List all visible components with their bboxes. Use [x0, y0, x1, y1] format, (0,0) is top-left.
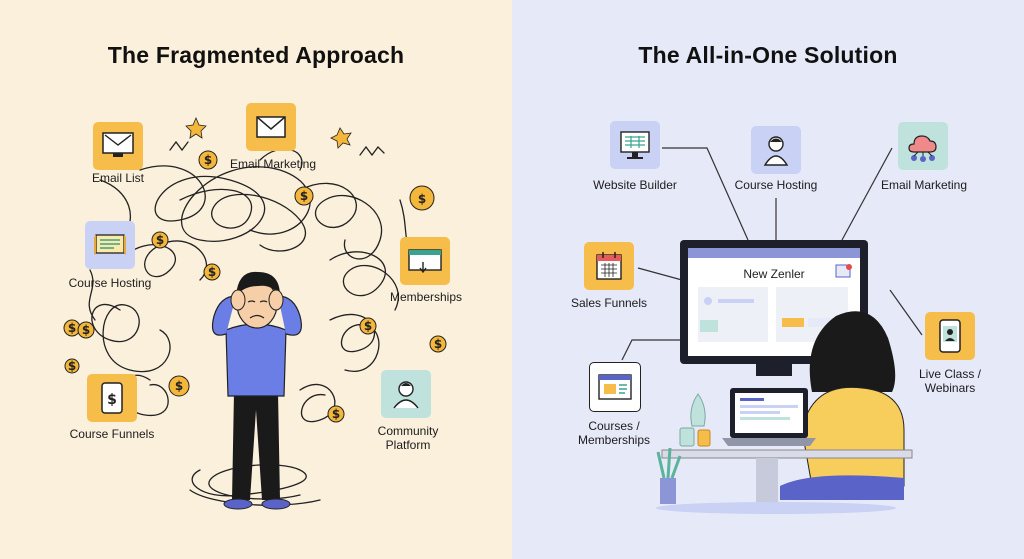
connector-courses-memberships — [621, 339, 682, 361]
svg-text:$: $ — [364, 319, 372, 333]
svg-text:$: $ — [175, 379, 183, 393]
svg-text:$: $ — [156, 233, 164, 247]
email-list-label: Email List — [91, 171, 144, 185]
svg-text:$: $ — [418, 192, 426, 206]
courses-memberships-tile — [589, 362, 641, 412]
tangled-lines-illustration: $ $ $ $ $ $ $ $ $ $ $ $ — [63, 116, 447, 510]
cloud-network-icon — [908, 135, 937, 162]
sales-funnels-tile — [584, 242, 634, 290]
course-hosting-feature-label: Course Hosting — [734, 178, 818, 192]
memberships-label: Memberships — [389, 290, 463, 304]
all-in-one-title: The All-in-One Solution — [638, 42, 898, 68]
svg-text:$: $ — [332, 407, 340, 421]
course-hosting-label: Course Hosting — [68, 276, 152, 290]
live-class-label: Live Class / Webinars — [918, 367, 982, 395]
community-platform-label: Community Platform — [377, 424, 439, 452]
email-marketing-feature-label: Email Marketing — [880, 178, 968, 192]
live-class-tile — [925, 312, 975, 360]
instructor-icon — [763, 136, 789, 166]
certificate-icon — [94, 234, 126, 255]
connector-live-class — [889, 289, 923, 336]
website-builder-tile — [610, 121, 660, 169]
envelope-icon — [256, 116, 286, 138]
fragmented-approach-title: The Fragmented Approach — [107, 42, 405, 68]
connector-email-marketing — [841, 147, 893, 241]
fragmented-approach-panel: The Fragmented Approach — [0, 0, 512, 559]
hub-label: New Zenler — [743, 267, 805, 281]
svg-text:$: $ — [208, 265, 216, 279]
browser-card-icon — [408, 249, 442, 274]
svg-text:$: $ — [107, 392, 117, 408]
monitor-email-icon — [102, 132, 134, 157]
phone-video-icon — [939, 319, 961, 353]
course-hosting-feature-tile — [751, 126, 801, 174]
connector-sales-funnels — [637, 267, 683, 281]
courses-memberships-label: Courses / Memberships — [577, 419, 651, 447]
svg-text:$: $ — [82, 323, 90, 337]
memberships-tile — [400, 237, 450, 285]
connector-website-builder — [662, 147, 749, 241]
sales-funnels-label: Sales Funnels — [570, 296, 648, 310]
calendar-icon — [596, 252, 622, 280]
svg-text:$: $ — [204, 153, 212, 167]
course-funnels-label: Course Funnels — [69, 427, 155, 441]
email-marketing-feature-tile — [898, 122, 948, 170]
svg-text:$: $ — [68, 359, 76, 373]
browser-video-icon — [598, 374, 632, 400]
all-in-one-panel: The All-in-One Solution — [512, 0, 1024, 559]
monitor-grid-icon — [620, 131, 650, 159]
email-marketing-tile — [246, 103, 296, 151]
course-funnels-tile: $ — [87, 374, 137, 422]
community-platform-tile — [381, 370, 431, 418]
person-icon — [393, 381, 419, 409]
connected-hub-illustration — [621, 147, 923, 514]
course-hosting-tile — [85, 221, 135, 269]
website-builder-label: Website Builder — [593, 178, 677, 192]
svg-text:$: $ — [300, 189, 308, 203]
email-list-tile — [93, 122, 143, 170]
stressed-person-icon — [211, 271, 302, 510]
svg-text:$: $ — [68, 321, 76, 335]
svg-text:$: $ — [434, 337, 442, 351]
phone-dollar-icon: $ — [101, 382, 123, 414]
email-marketing-label: Email Marketing — [229, 157, 317, 171]
